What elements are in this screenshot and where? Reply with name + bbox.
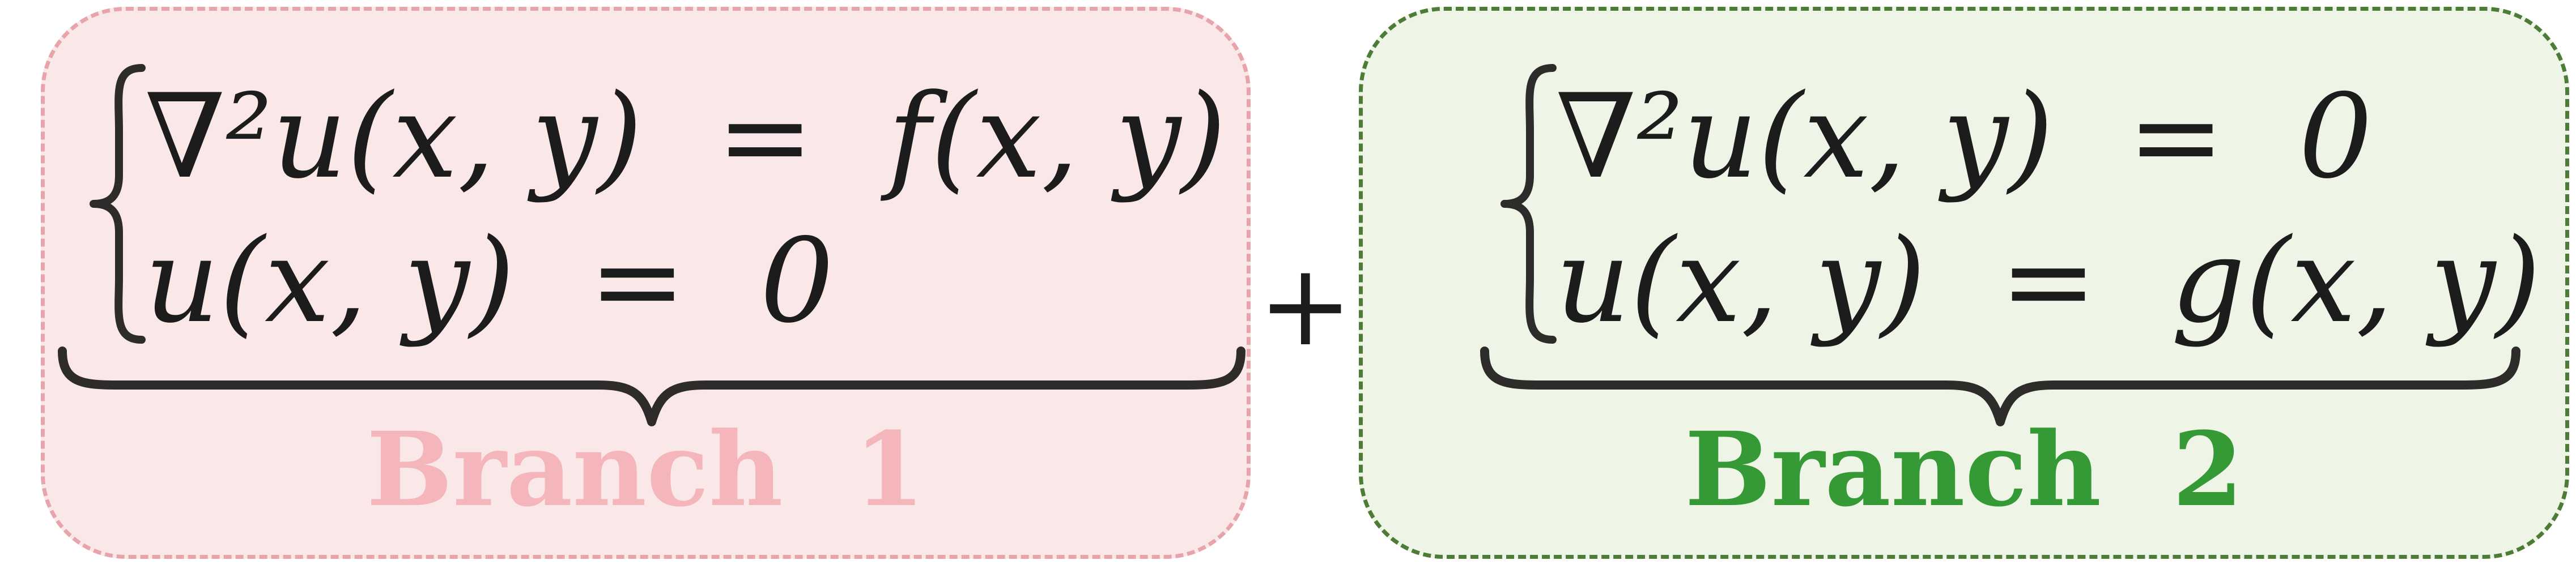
branch-1-box <box>41 7 1251 559</box>
branch-1-equation-top: ∇²u(x, y) = f(x, y) <box>144 70 1227 204</box>
plus-operator: + <box>1258 240 1353 371</box>
branch-1-equation-bottom: u(x, y) = 0 <box>144 214 834 349</box>
branch-2-box <box>1359 7 2569 559</box>
branch-1-underbrace <box>58 347 1246 426</box>
branch-1-left-brace <box>90 64 146 344</box>
branch-2-underbrace <box>1480 347 2520 426</box>
branch-2-equation-bottom: u(x, y) = g(x, y) <box>1555 214 2541 349</box>
branch-2-equation-top: ∇²u(x, y) = 0 <box>1555 70 2373 204</box>
branch-2-label: Branch 2 <box>1685 410 2243 529</box>
branch-1-label: Branch 1 <box>366 410 925 529</box>
branch-2-left-brace <box>1500 64 1557 344</box>
